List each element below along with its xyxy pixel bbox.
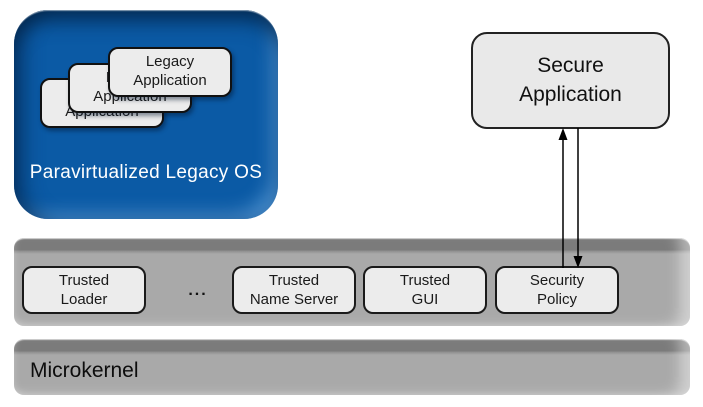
security-policy-label-line1: Security xyxy=(529,271,585,289)
secure-application-label-line2: Application xyxy=(519,82,622,106)
paravirtualized-legacy-os-label: Paravirtualized Legacy OS xyxy=(29,162,263,183)
paravirtualized-legacy-os-box: Legacy Application Legacy Application Le… xyxy=(14,10,278,219)
security-policy-label-line2: Policy xyxy=(536,291,577,308)
arrow-down xyxy=(573,128,583,268)
services-ellipsis: ... xyxy=(188,282,208,299)
trusted-gui-label-line1: Trusted xyxy=(399,271,451,289)
legacy-application-card: Legacy Application xyxy=(108,47,232,97)
secure-application-box: Secure Application xyxy=(471,32,670,129)
trusted-loader-label-line2: Loader xyxy=(60,291,108,308)
trusted-gui-label-line2: GUI xyxy=(411,291,439,308)
trusted-loader-box: Trusted Loader xyxy=(22,266,146,314)
trusted-gui-box: Trusted GUI xyxy=(363,266,487,314)
arrow-up xyxy=(558,128,568,268)
microkernel-bar: Microkernel xyxy=(14,339,690,395)
trusted-services-bar: Trusted Loader ... Trusted Name Server T… xyxy=(14,238,690,326)
trusted-name-server-box: Trusted Name Server xyxy=(232,266,356,314)
legacy-application-label-line2: Application xyxy=(133,72,207,89)
secure-application-label-line1: Secure xyxy=(537,54,604,78)
secure-app-security-policy-arrows xyxy=(558,128,583,268)
security-policy-box: Security Policy xyxy=(495,266,619,314)
legacy-application-label-line1: Legacy xyxy=(145,53,195,71)
trusted-name-server-label-line1: Trusted xyxy=(268,271,320,289)
microkernel-label: Microkernel xyxy=(30,359,139,382)
trusted-loader-label-line1: Trusted xyxy=(58,271,110,289)
trusted-name-server-label-line2: Name Server xyxy=(249,291,339,308)
